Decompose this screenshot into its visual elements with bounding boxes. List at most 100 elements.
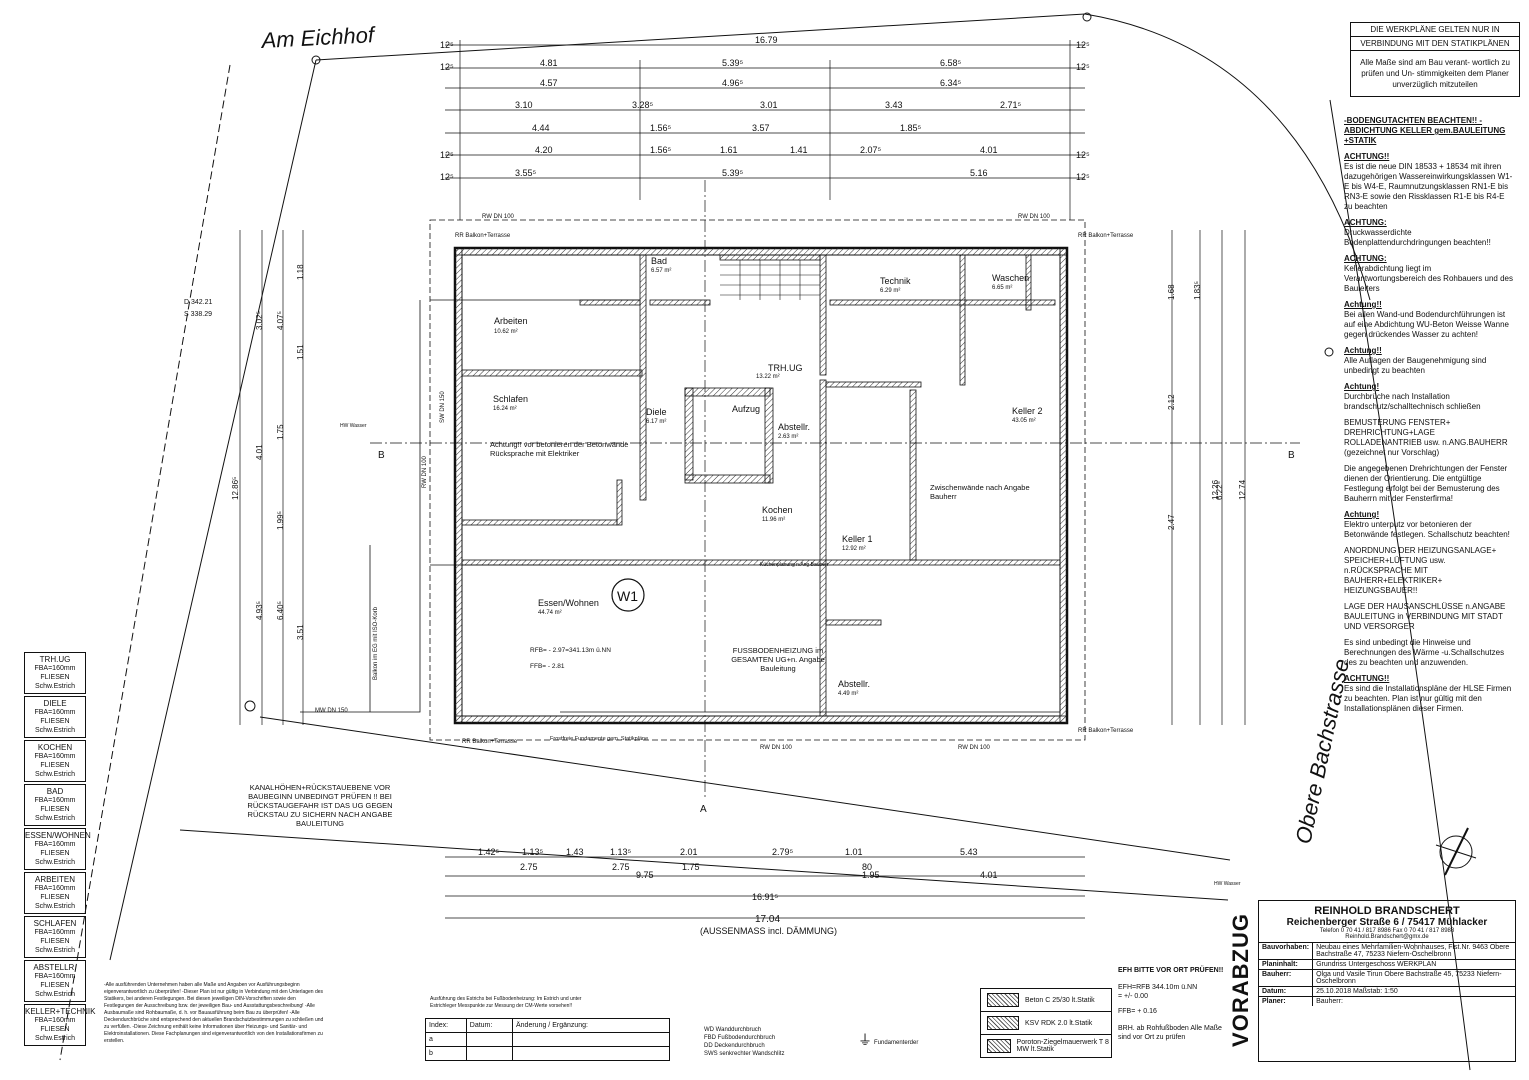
svg-text:12.86⁵: 12.86⁵ — [231, 477, 240, 500]
sewer-note: KANALHÖHEN+RÜCKSTAUEBENE VOR BAUBEGINN U… — [247, 783, 393, 828]
property-lines — [59, 13, 1471, 1071]
svg-text:1.51: 1.51 — [296, 344, 305, 360]
top-dimension-chains — [445, 40, 1085, 220]
svg-text:1.85⁵: 1.85⁵ — [900, 123, 922, 133]
note-title: ACHTUNG!! — [1344, 152, 1390, 161]
svg-text:13.22 m²: 13.22 m² — [756, 374, 780, 380]
left-dimension-chains — [239, 230, 304, 725]
note-body: Alle Auflagen der Baugenehmigung sind un… — [1344, 356, 1487, 375]
svg-text:12⁵: 12⁵ — [440, 40, 454, 50]
title-key: Planer: — [1259, 996, 1314, 1006]
hatch-swatch-icon — [987, 993, 1019, 1007]
screed-note: Ausführung des Estrichs bei Fußbodenheiz… — [430, 996, 582, 1009]
note-body: Kellerabdichtung liegt im Verantwortungs… — [1344, 264, 1513, 293]
svg-text:10.62 m²: 10.62 m² — [494, 329, 518, 335]
svg-text:5.43: 5.43 — [960, 847, 978, 857]
note-title: Achtung!! — [1344, 346, 1382, 355]
efh-note: EFH BITTE VOR ORT PRÜFEN!! EFH=RFB 344.1… — [1118, 967, 1224, 1041]
symbol-item: FBD Fußbodendurchbruch — [704, 1035, 776, 1041]
room-name: Keller 1 — [842, 534, 873, 544]
title-value: Grundriss Untergeschoss WERKPLAN — [1312, 959, 1515, 970]
side-notes: -BODENGUTACHTEN BEACHTEN!! -ABDICHTUNG K… — [1344, 116, 1514, 720]
svg-text:1.13⁵: 1.13⁵ — [610, 847, 632, 857]
revision-index: b — [425, 1046, 467, 1061]
floor-heating-note: FUSSBODENHEIZUNG im GESAMTEN UG+n. Angab… — [731, 646, 825, 673]
svg-text:12.26: 12.26 — [1211, 479, 1220, 500]
window-marker-w1 — [611, 578, 645, 612]
note-title: Achtung! — [1344, 510, 1380, 519]
svg-text:12⁵: 12⁵ — [440, 62, 454, 72]
svg-text:1.18: 1.18 — [296, 264, 305, 280]
svg-text:2.07⁵: 2.07⁵ — [860, 145, 882, 155]
svg-text:4.20: 4.20 — [535, 145, 553, 155]
note-title: Achtung! — [1344, 382, 1380, 391]
svg-text:4.01: 4.01 — [980, 870, 998, 880]
svg-text:1.68: 1.68 — [1167, 284, 1176, 300]
firm-name: REINHOLD BRANDSCHERT — [1314, 905, 1460, 917]
title-key: Planinhalt: — [1259, 959, 1314, 970]
revision-table: Index: Datum: Änderung / Ergänzung: a b — [425, 1018, 670, 1061]
draft-stamp: VORABZUG — [1228, 913, 1253, 1047]
pipe-label: HW Wasser — [340, 423, 367, 429]
svg-text:1.95: 1.95 — [862, 870, 880, 880]
svg-text:1.42⁵: 1.42⁵ — [478, 847, 500, 857]
svg-text:6.65 m²: 6.65 m² — [992, 285, 1012, 291]
svg-text:1.56⁵: 1.56⁵ — [650, 145, 672, 155]
note-title: ACHTUNG: — [1344, 254, 1387, 263]
note-body: BEMUSTERUNG FENSTER+ DREHRICHTUNG+LAGE R… — [1344, 418, 1508, 457]
room-name: Kochen — [762, 505, 793, 515]
firm-email: Reinhold.Brandschert@gmx.de — [1345, 934, 1429, 940]
svg-text:12⁵: 12⁵ — [1076, 150, 1090, 160]
note-body: Es sind die Installationspläne der HLSE … — [1344, 684, 1512, 713]
svg-text:12.74: 12.74 — [1238, 479, 1247, 500]
symbol-item: SWS senkrechter Wandschlitz — [704, 1051, 785, 1057]
title-value: Neubau eines Mehrfamilien-Wohnhauses, Fl… — [1312, 942, 1515, 960]
svg-text:4.96⁵: 4.96⁵ — [722, 78, 744, 88]
pipe-label: MW DN 150 — [315, 708, 348, 714]
revision-index: a — [425, 1032, 467, 1047]
svg-text:4.01: 4.01 — [980, 145, 998, 155]
room-name: Keller 2 — [1012, 406, 1043, 416]
svg-text:4.81: 4.81 — [540, 58, 558, 68]
symbol-item: DD Deckendurchbruch — [704, 1043, 765, 1049]
svg-text:12⁵: 12⁵ — [440, 150, 454, 160]
svg-text:6.29 m²: 6.29 m² — [880, 288, 900, 294]
note-body: Es ist die neue DIN 18533 + 18534 mit ih… — [1344, 162, 1513, 211]
street-label-top: Am Eichhof — [259, 22, 378, 53]
general-notes: -Alle ausführenden Unternehmen haben all… — [104, 982, 324, 1044]
svg-text:12⁵: 12⁵ — [1076, 62, 1090, 72]
dim-bottom-inner: 16.91⁵ — [752, 892, 779, 902]
dim-bottom-caption: (AUSSENMASS incl. DÄMMUNG) — [700, 926, 837, 936]
room-name: Technik — [880, 276, 911, 286]
svg-text:4.07⁵: 4.07⁵ — [276, 311, 285, 330]
window-marker-label: W1 — [617, 588, 638, 604]
room-name: Waschen — [992, 273, 1029, 283]
svg-text:A: A — [700, 804, 707, 815]
pipe-label: SW DN 150 — [440, 391, 446, 423]
svg-text:1.99⁵: 1.99⁵ — [276, 511, 285, 530]
room-name: TRH.UG — [768, 363, 803, 373]
pipe-label: RR Balkon+Terrasse — [455, 233, 511, 239]
ffb-note: FFB= - 2.81 — [530, 663, 565, 670]
svg-text:44.74 m²: 44.74 m² — [538, 610, 562, 616]
svg-text:9.75: 9.75 — [636, 870, 654, 880]
svg-text:4.57: 4.57 — [540, 78, 558, 88]
material-row: KSV RDK 2.0 lt.Statik — [981, 1012, 1111, 1035]
note-body: Elektro unterputz vor betonieren der Bet… — [1344, 520, 1510, 539]
pipe-label: Balkon im EG mit ISO-Korb — [373, 606, 379, 680]
svg-text:5.16: 5.16 — [970, 168, 988, 178]
svg-text:1.75: 1.75 — [682, 862, 700, 872]
svg-text:4.44: 4.44 — [532, 123, 550, 133]
svg-text:3.28⁵: 3.28⁵ — [632, 100, 654, 110]
note-body: Druckwasserdichte Bodenplattendurchdring… — [1344, 228, 1491, 247]
svg-text:2.75: 2.75 — [520, 862, 538, 872]
top-note-line: VERBINDUNG MIT DEN STATIKPLÄNEN — [1351, 37, 1519, 51]
svg-text:12⁵: 12⁵ — [1076, 40, 1090, 50]
pipe-label: HW Wasser — [1214, 881, 1241, 887]
title-value: Olga und Vasile Tirun Obere Bachstraße 4… — [1312, 969, 1515, 987]
stairs — [720, 260, 820, 300]
